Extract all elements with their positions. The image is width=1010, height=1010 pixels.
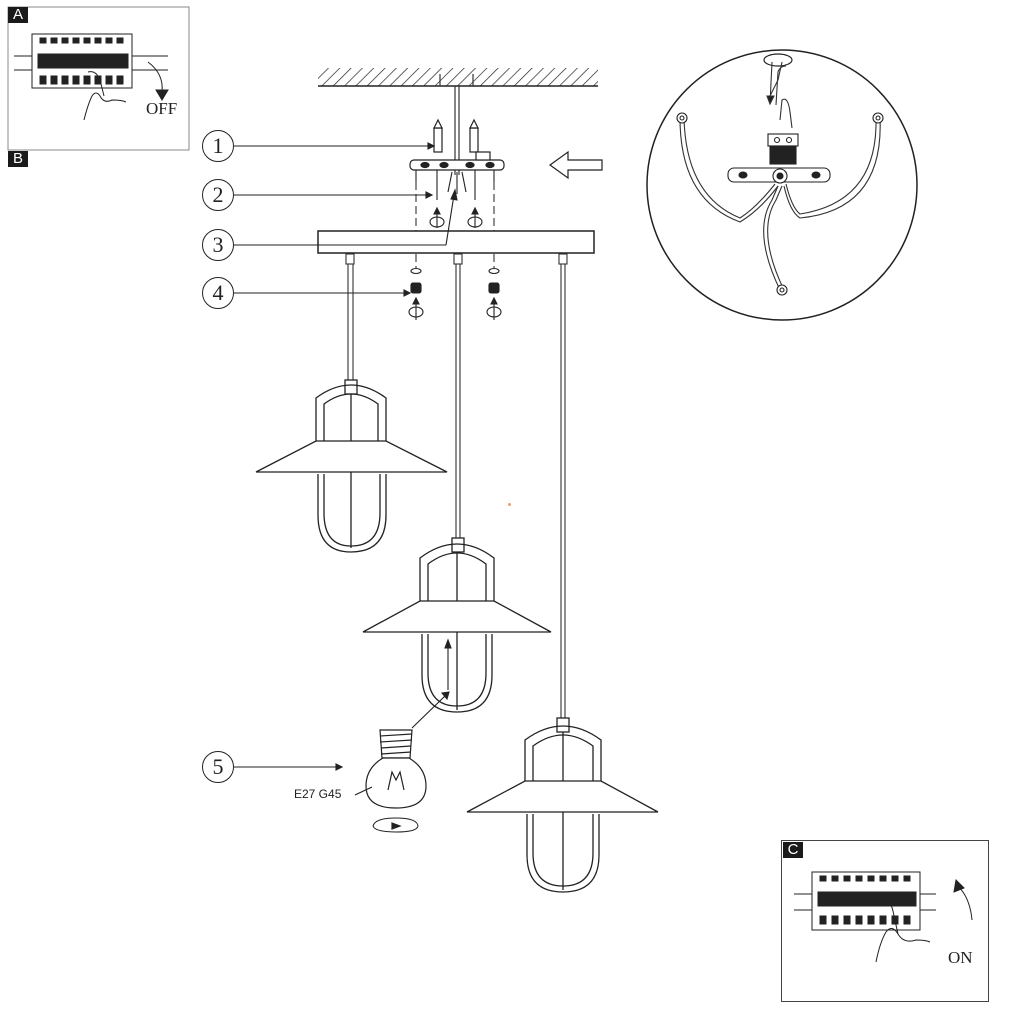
marker-dot [508, 503, 511, 506]
panel-c-tag: C [783, 842, 803, 858]
pendant-cords [345, 253, 568, 718]
wall-plugs [433, 118, 479, 153]
panel-b-tag: B [8, 151, 28, 167]
callout-5: 5 [202, 751, 234, 783]
panel-c-frame [781, 840, 989, 1002]
cover-nuts-upper [429, 206, 483, 228]
bulb-insert-arrow [411, 638, 452, 729]
breaker-a [7, 6, 190, 151]
detail-arrow [548, 150, 603, 180]
off-label: OFF [146, 99, 178, 118]
mounting-bracket [409, 151, 505, 171]
callout-2: 2 [202, 179, 234, 211]
callout-3: 3 [202, 229, 234, 261]
ceiling [318, 68, 598, 87]
callout-1: 1 [202, 130, 234, 162]
pendant-lamp-middle [362, 537, 552, 713]
callout-4: 4 [202, 277, 234, 309]
guide-lines [415, 182, 495, 268]
callout-leaders [234, 142, 458, 771]
on-label: ON [948, 948, 973, 967]
bulb-spec-label: E27 G45 [294, 787, 342, 801]
pendant-lamp-left [255, 379, 448, 553]
light-bulb [354, 729, 427, 833]
screws [415, 170, 495, 200]
supply-wires [447, 171, 467, 194]
wiring-detail [646, 49, 918, 321]
canopy [317, 230, 595, 254]
breaker-c [794, 871, 973, 963]
panel-a-tag: A [8, 7, 28, 23]
cap-nuts [408, 267, 502, 320]
pendant-lamp-right [466, 717, 659, 893]
